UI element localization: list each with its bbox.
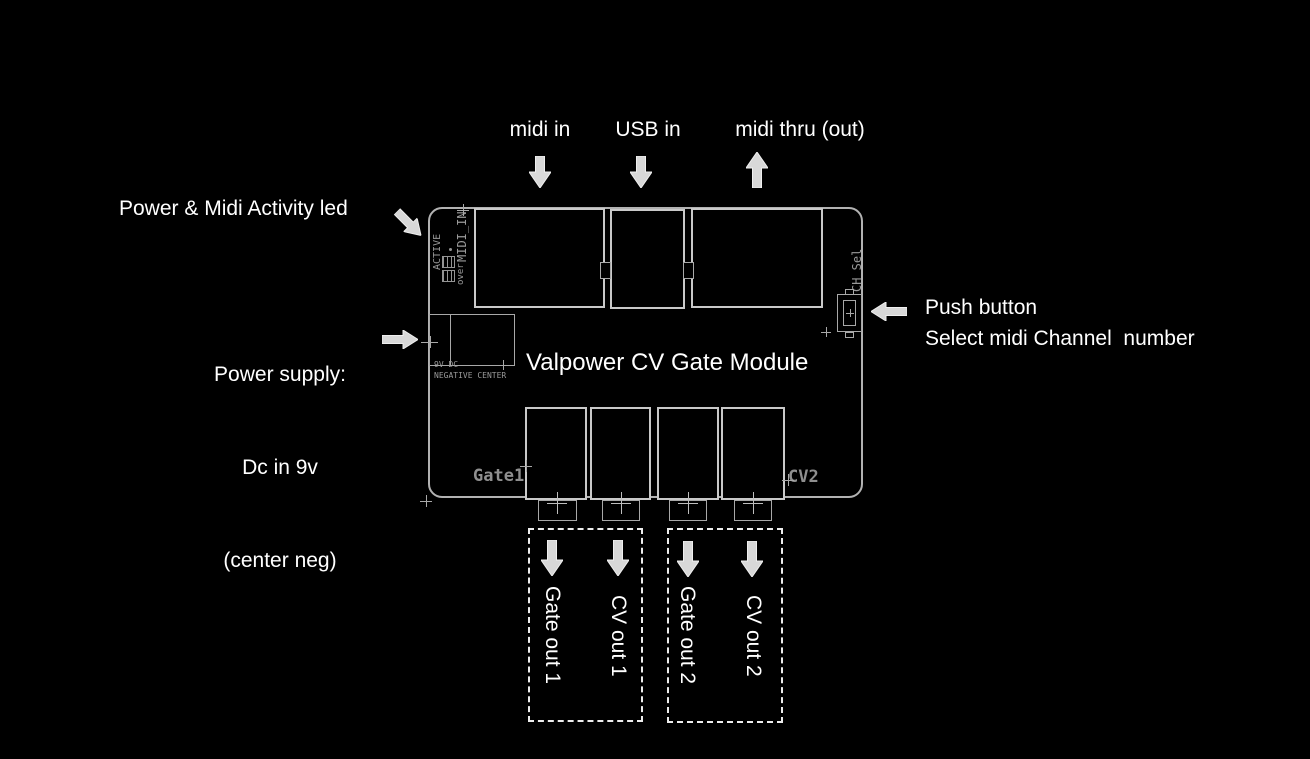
output-group-2-box [667,528,783,723]
fiducial-cross [520,460,532,472]
pcb-board-outline: ACTIVE MIDI_IN over 9V DC NEGATIVE CENTE… [420,204,864,521]
gate-out-1-down-arrow-icon [541,540,563,576]
fiducial-cross [420,495,432,507]
silkscreen-9v-dc: 9V DC [434,360,459,369]
led-dot [449,248,452,251]
cv-out-2-down-arrow-icon [741,541,763,577]
silkscreen-gate1: Gate1 [473,466,525,486]
led-footprint-icon [442,270,455,282]
cv2-jack [721,407,785,500]
cv-out-1-down-arrow-icon [607,540,629,576]
label-push-button: Push button [925,296,1038,319]
connector-tab [683,262,694,279]
silkscreen-midi-in: MIDI_IN [455,211,469,262]
silkscreen-cv2: CV2 [788,467,819,487]
silkscreen-negative-center: NEGATIVE CENTER [434,371,507,380]
label-gate-out-1: Gate out 1 [541,586,564,685]
push-button-left-arrow-icon [871,302,907,321]
connector-tab [600,262,611,279]
fiducial-cross [457,204,469,216]
usb-in-down-arrow-icon [630,156,652,188]
label-power-midi-led: Power & Midi Activity led [119,197,348,220]
power-supply-line-1: Power supply: [214,363,346,386]
board-title: Valpower CV Gate Module [526,349,809,376]
usb-connector [610,209,685,309]
jack-plus-mark [547,492,567,514]
push-button-plus-mark [845,309,854,317]
power-led-diagonal-arrow-icon [390,205,427,242]
silkscreen-ch-sel: CH Sel [850,248,864,292]
power-jack-tick [503,360,504,370]
silkscreen-over: over [456,263,466,285]
dc-power-jack [429,314,515,366]
push-button-tab [845,332,854,338]
midi-in-connector [474,208,605,308]
led-footprint-icon [442,256,455,268]
label-gate-out-2: Gate out 2 [676,586,699,685]
jack-plus-mark [678,492,698,514]
jack-plus-mark [611,492,631,514]
gate1-jack [525,407,587,500]
fiducial-cross [821,327,831,337]
midi-thru-up-arrow-icon [746,152,768,188]
gate2-jack [657,407,719,500]
cv1-jack [590,407,651,500]
power-supply-line-2: Dc in 9v [242,456,318,479]
label-cv-out-1: CV out 1 [607,595,630,677]
label-cv-out-2: CV out 2 [742,595,765,677]
output-group-1-box [528,528,643,722]
fiducial-cross [421,336,438,348]
label-select-midi-channel: Select midi Channel number [925,327,1195,350]
midi-in-down-arrow-icon [529,156,551,188]
power-jack-divider [450,314,451,366]
label-midi-thru: midi thru (out) [735,118,865,141]
jack-plus-mark [743,492,763,514]
label-usb-in: USB in [615,118,681,141]
power-supply-right-arrow-icon [382,330,418,349]
label-power-supply: Power supply: Dc in 9v (center neg) [180,297,380,638]
fiducial-cross [782,474,794,486]
midi-thru-connector [691,208,823,308]
power-supply-line-3: (center neg) [223,549,337,572]
gate-out-2-down-arrow-icon [677,541,699,577]
label-midi-in: midi in [509,118,571,141]
